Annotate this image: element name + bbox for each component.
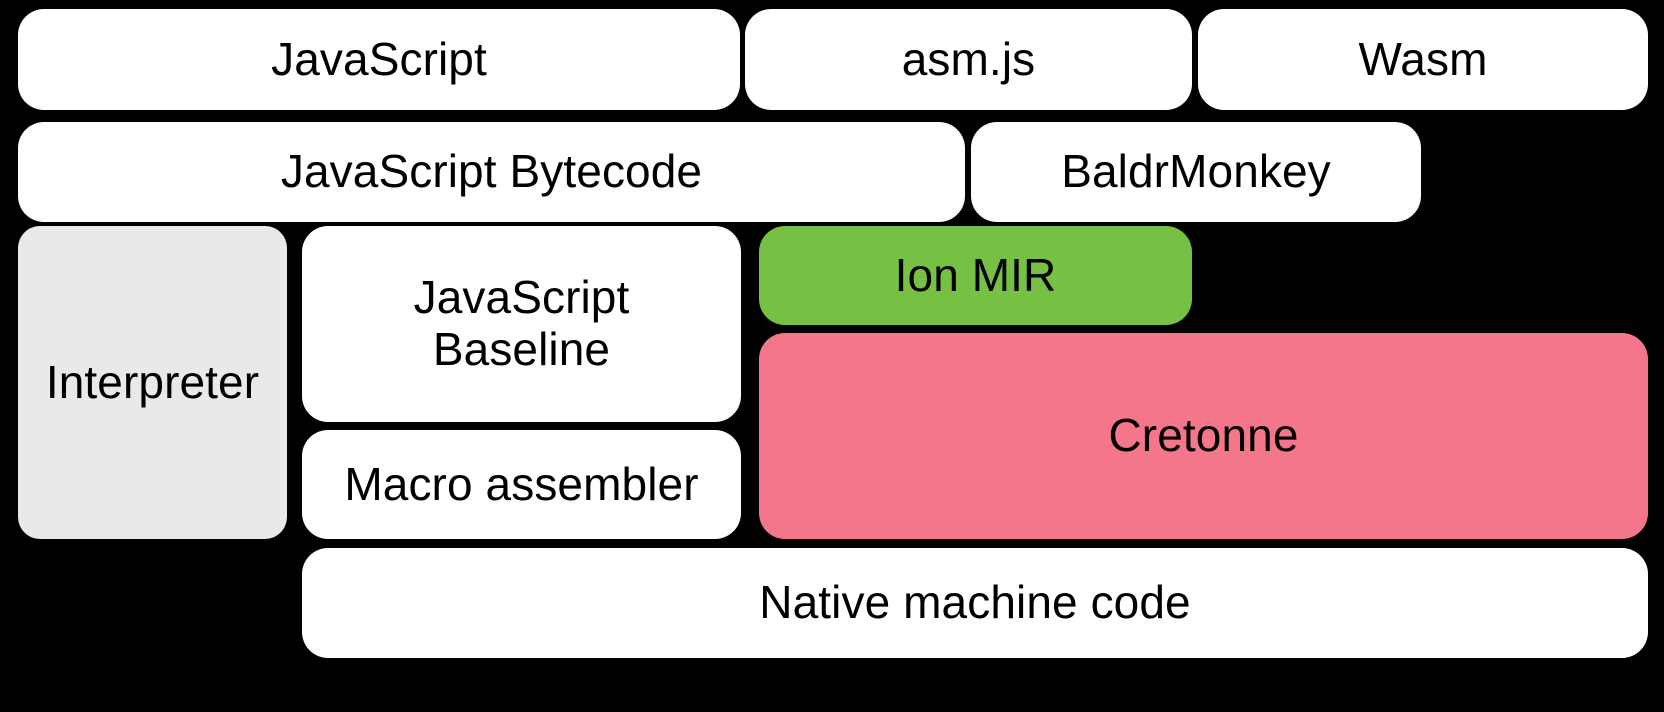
- node-javascript-bytecode: JavaScript Bytecode: [18, 122, 965, 222]
- node-baldrmonkey: BaldrMonkey: [971, 122, 1421, 222]
- node-native-machine-code: Native machine code: [302, 548, 1648, 658]
- node-javascript: JavaScript: [18, 9, 740, 110]
- node-macro-assembler: Macro assembler: [302, 430, 741, 539]
- node-interpreter: Interpreter: [18, 226, 287, 539]
- node-asmjs: asm.js: [745, 9, 1192, 110]
- node-javascript-baseline: JavaScript Baseline: [302, 226, 741, 422]
- node-cretonne: Cretonne: [759, 333, 1648, 539]
- node-wasm: Wasm: [1198, 9, 1648, 110]
- node-ion-mir: Ion MIR: [759, 226, 1192, 325]
